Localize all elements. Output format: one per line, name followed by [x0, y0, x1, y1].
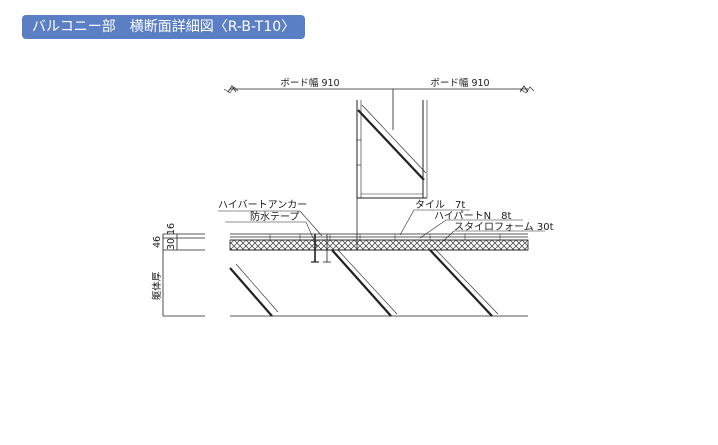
hybrid-anchor-label: ハイバートアンカー: [218, 199, 307, 211]
page-title: バルコニー部 横断面詳細図〈R-B-T10〉: [22, 15, 306, 39]
tile-label: タイル 7t: [415, 199, 465, 211]
zigzag-break-icon: [223, 86, 535, 94]
dimension-arrow-icon: [227, 85, 237, 93]
dim-16-label: 16: [166, 223, 177, 235]
dim-30-label: 30: [166, 238, 177, 250]
styrofoam-layer: [229, 239, 529, 251]
styrofoam-label: スタイロフォーム 30t: [454, 221, 554, 233]
waterproof-tape-label: 防水テープ: [250, 210, 299, 223]
floor-section: [163, 198, 529, 317]
dim-46-label: 46: [152, 236, 163, 248]
hybrid-n-label: ハイパートN 8t: [434, 210, 511, 222]
thickness-dimension: 46 30 16 躯体厚: [151, 223, 178, 316]
wall-panel: [356, 100, 428, 199]
board-width-dimension: ボード幅 910 ボード幅 910: [227, 77, 529, 130]
body-thickness-label: 躯体厚: [151, 271, 163, 300]
board-width-left-label: ボード幅 910: [280, 77, 339, 89]
leader-lines: [218, 209, 545, 248]
board-width-right-label: ボード幅 910: [430, 77, 489, 89]
